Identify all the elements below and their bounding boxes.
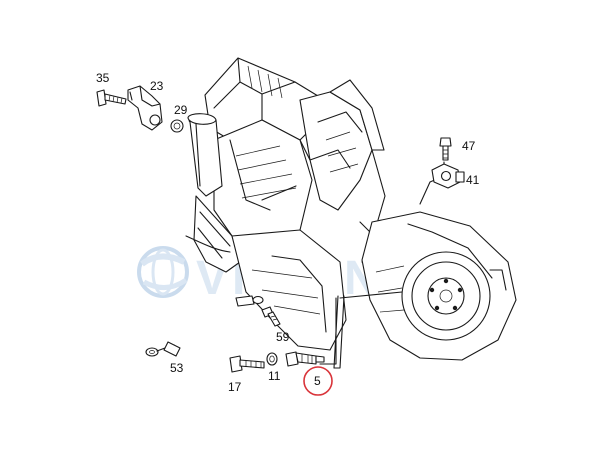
- callout-53: 53: [170, 361, 184, 375]
- part-5-sensor: [285, 351, 325, 367]
- part-17-bolt: [229, 355, 265, 373]
- callout-5: 5: [314, 374, 321, 388]
- callout-11: 11: [268, 369, 281, 383]
- part-53-ground-cable: [145, 295, 264, 357]
- part-23-sensor: [127, 85, 163, 131]
- transmission-housing: [361, 211, 517, 361]
- part-29-oring: [170, 119, 184, 133]
- callout-41: 41: [466, 173, 480, 187]
- callout-29: 29: [174, 103, 188, 117]
- part-59-bolt: [261, 306, 281, 327]
- flywheel: [401, 251, 491, 341]
- watermark-globe-logo: [137, 246, 189, 298]
- engine-assembly: [185, 57, 406, 369]
- callout-35: 35: [96, 71, 110, 85]
- part-47-bolt: [439, 137, 452, 161]
- highlight-circle: [303, 366, 333, 396]
- callout-23: 23: [150, 79, 164, 93]
- callout-59: 59: [276, 330, 290, 344]
- part-11-sealing-ring: [266, 352, 278, 366]
- part-41-knock-sensor: [431, 163, 465, 189]
- callout-47: 47: [462, 139, 476, 153]
- part-35-bolt: [96, 89, 127, 107]
- callout-17: 17: [228, 380, 242, 394]
